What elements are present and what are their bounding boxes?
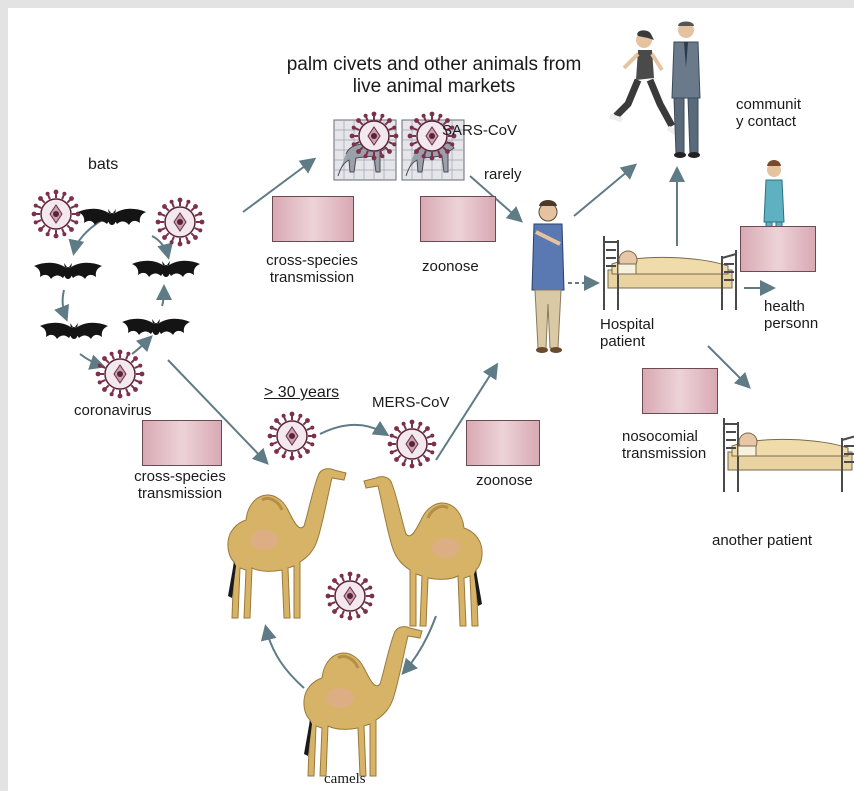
- title-line-2: live animal markets: [264, 76, 604, 98]
- coronavirus-label: coronavirus: [74, 402, 152, 419]
- another-patient-label: another patient: [712, 532, 812, 549]
- label-box-health: [740, 226, 816, 272]
- cross-species-left-line-2: transmission: [120, 485, 240, 502]
- bat-icon: [34, 263, 102, 279]
- camel-icon: [304, 627, 422, 776]
- cross-species-left-label: cross-species transmission: [120, 468, 240, 503]
- zoonose-bottom-label: zoonose: [476, 472, 533, 489]
- community-line-1: communit: [736, 96, 801, 113]
- virus-icon: [268, 412, 317, 461]
- health-line-2: personn: [764, 315, 818, 332]
- nosocomial-line-1: nosocomial: [622, 428, 706, 445]
- rarely-label: rarely: [484, 166, 522, 183]
- cross-species-top-line-1: cross-species: [254, 252, 370, 269]
- camel-group: [228, 469, 482, 776]
- bat-icon: [132, 261, 200, 277]
- bat-cycle: [32, 190, 205, 399]
- title: palm civets and other animals from live …: [264, 54, 604, 98]
- hospital-line-1: Hospital: [600, 316, 654, 333]
- transmission-diagram: palm civets and other animals from live …: [8, 8, 854, 791]
- cross-species-left-line-1: cross-species: [120, 468, 240, 485]
- bat-icon: [78, 209, 146, 225]
- health-line-1: health: [764, 298, 818, 315]
- hospital-patient-label: Hospital patient: [600, 316, 654, 351]
- runner-icon: [610, 30, 678, 134]
- sars-cov-label: SARS-CoV: [442, 122, 517, 139]
- camels-label: camels: [324, 771, 366, 788]
- label-box-cross-species-top: [272, 196, 354, 242]
- nosocomial-line-2: transmission: [622, 445, 706, 462]
- cross-species-top-label: cross-species transmission: [254, 252, 370, 287]
- community-contact-label: communit y contact: [736, 96, 801, 131]
- bats-label: bats: [88, 156, 118, 174]
- title-line-1: palm civets and other animals from: [264, 54, 604, 76]
- label-box-cross-species-left: [142, 420, 222, 466]
- virus-icon: [350, 112, 399, 161]
- virus-icon: [156, 198, 205, 247]
- virus-icon: [32, 190, 81, 239]
- nosocomial-transmission-label: nosocomial transmission: [622, 428, 706, 463]
- bat-icon: [40, 323, 108, 339]
- hospital-bed-icon: [604, 236, 736, 310]
- health-personnel-label: health personn: [764, 298, 818, 333]
- cross-species-top-line-2: transmission: [254, 269, 370, 286]
- label-box-nosocomial: [642, 368, 718, 414]
- man-icon: [532, 200, 564, 353]
- label-box-zoonose-top: [420, 196, 496, 242]
- zoonose-top-label: zoonose: [422, 258, 479, 275]
- virus-icon: [96, 350, 145, 399]
- hospital-line-2: patient: [600, 333, 654, 350]
- virus-icon: [388, 420, 437, 469]
- community-line-2: y contact: [736, 113, 801, 130]
- virus-icon: [326, 572, 375, 621]
- camel-icon: [364, 477, 482, 626]
- hospital-bed-icon: [724, 418, 854, 492]
- label-box-zoonose-bottom: [466, 420, 540, 466]
- bat-icon: [122, 319, 190, 335]
- thirty-years-label: > 30 years: [264, 384, 339, 402]
- businessman-icon: [672, 22, 700, 159]
- mers-cov-label: MERS-CoV: [372, 394, 450, 411]
